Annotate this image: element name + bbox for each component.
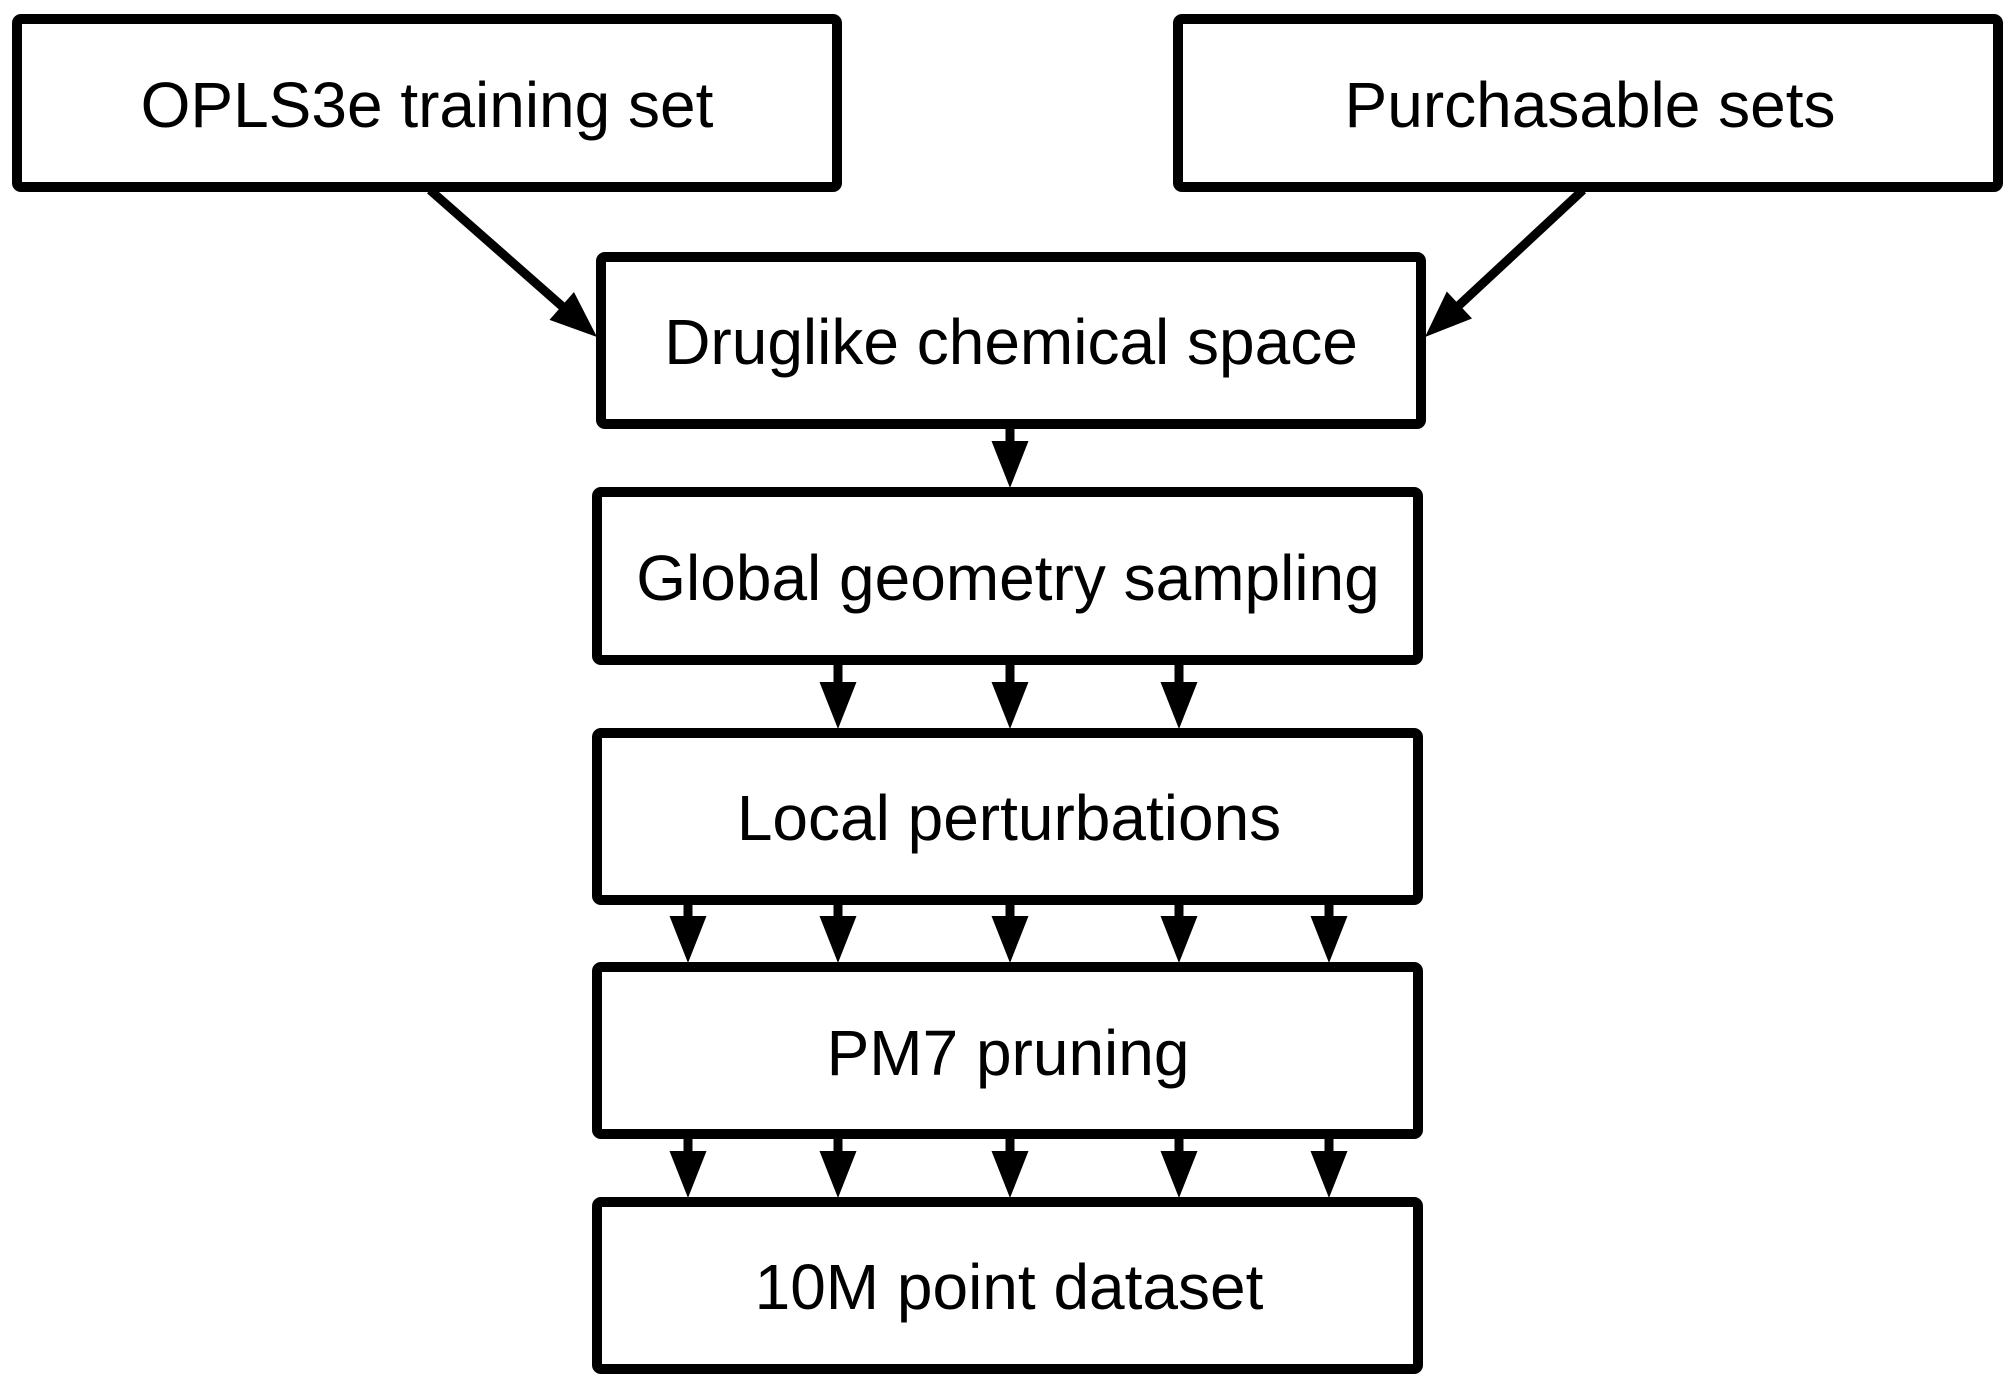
edges (427, 186, 1587, 1198)
edge-pm7-to-dataset-3 (991, 1138, 1029, 1198)
node-local: Local perturbations (592, 728, 1423, 905)
arrowhead-icon (991, 441, 1029, 488)
edge-pm7-to-dataset-2 (819, 1138, 857, 1198)
edge-global-to-local-1 (819, 664, 857, 729)
node-global-label: Global geometry sampling (636, 542, 1379, 614)
edge-pm7-to-dataset-4 (1160, 1138, 1198, 1198)
node-purchasable-label: Purchasable sets (1345, 69, 1836, 141)
node-dataset: 10M point dataset (592, 1197, 1423, 1374)
edge-local-to-pm7-3 (991, 904, 1029, 963)
node-global: Global geometry sampling (592, 487, 1423, 665)
edge-local-to-pm7-4 (1160, 904, 1198, 963)
arrowhead-icon (669, 916, 707, 963)
node-global-box (592, 487, 1423, 665)
arrowhead-icon (819, 1151, 857, 1198)
node-purchasable: Purchasable sets (1173, 14, 2003, 192)
arrowhead-icon (819, 916, 857, 963)
arrowhead-icon (1425, 291, 1473, 337)
edge-local-to-pm7-5 (1310, 904, 1348, 963)
arrowhead-icon (1160, 682, 1198, 729)
arrowhead-icon (1160, 1151, 1198, 1198)
arrowhead-icon (1160, 916, 1198, 963)
node-purchasable-box (1173, 14, 2003, 192)
edge-pm7-to-dataset-5 (1310, 1138, 1348, 1198)
arrowhead-icon (1310, 916, 1348, 963)
node-dataset-label: 10M point dataset (755, 1251, 1264, 1323)
node-pm7: PM7 pruning (592, 962, 1423, 1139)
arrow-shaft (1454, 186, 1587, 310)
node-opls3e-label: OPLS3e training set (141, 69, 714, 141)
node-opls3e-box (12, 14, 842, 192)
arrowhead-icon (991, 916, 1029, 963)
edge-local-to-pm7-2 (819, 904, 857, 963)
edge-druglike-to-global-1 (991, 428, 1029, 488)
edge-purchasable-to-druglike (1425, 186, 1587, 337)
edge-pm7-to-dataset-1 (669, 1138, 707, 1198)
node-pm7-label: PM7 pruning (827, 1017, 1190, 1089)
arrowhead-icon (1310, 1151, 1348, 1198)
node-opls3e: OPLS3e training set (12, 14, 842, 192)
arrowhead-icon (819, 682, 857, 729)
arrow-shaft (427, 186, 567, 311)
arrowhead-icon (991, 682, 1029, 729)
edge-local-to-pm7-1 (669, 904, 707, 963)
node-druglike-box (596, 252, 1426, 429)
node-dataset-box (592, 1197, 1423, 1374)
arrowhead-icon (669, 1151, 707, 1198)
edge-global-to-local-2 (991, 664, 1029, 729)
node-pm7-box (592, 962, 1423, 1139)
arrowhead-icon (549, 292, 597, 337)
node-local-box (592, 728, 1423, 905)
arrowhead-icon (991, 1151, 1029, 1198)
edge-global-to-local-3 (1160, 664, 1198, 729)
node-druglike-label: Druglike chemical space (664, 306, 1358, 378)
node-local-label: Local perturbations (737, 782, 1281, 854)
node-druglike: Druglike chemical space (596, 252, 1426, 429)
edge-opls3e-to-druglike (427, 186, 597, 337)
